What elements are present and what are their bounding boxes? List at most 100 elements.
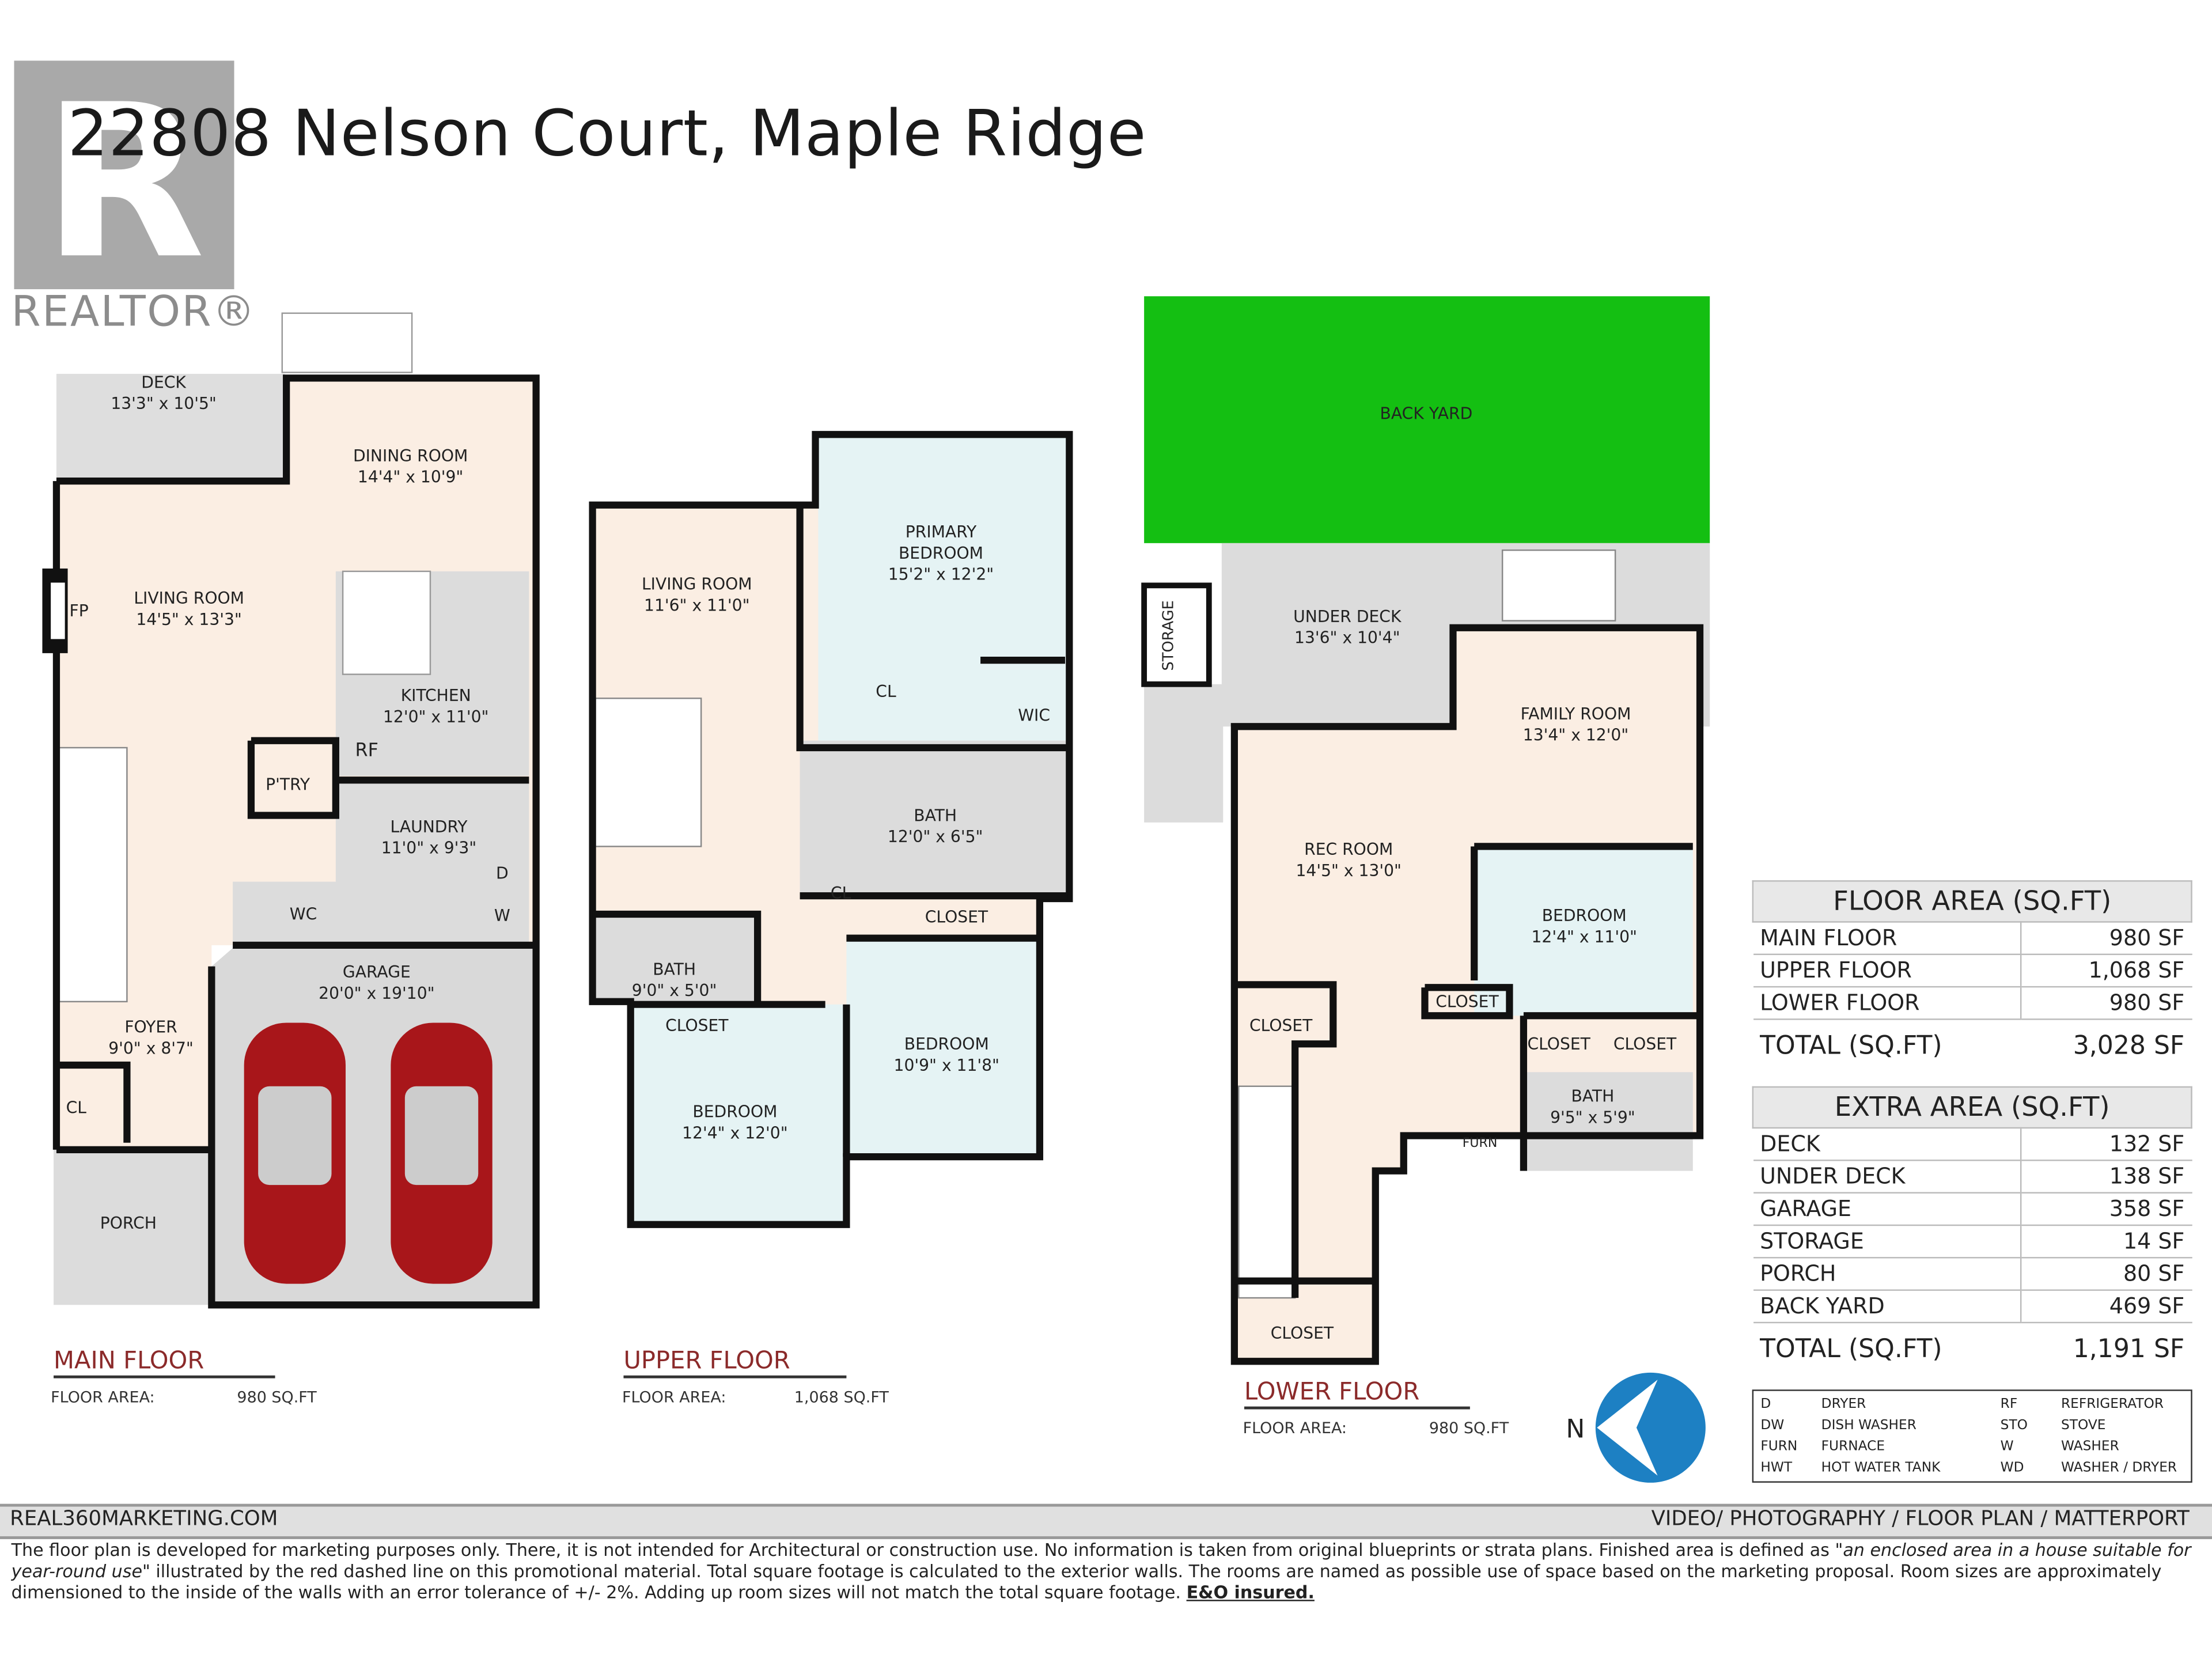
main-floor-area-value: 980 SQ.FT	[237, 1388, 317, 1407]
tag-wc: WC	[289, 904, 317, 925]
footer-bar: REAL360MARKETING.COM VIDEO/ PHOTOGRAPHY …	[0, 1503, 2212, 1539]
floor-area-header: FLOOR AREA (SQ.FT)	[1752, 880, 2192, 923]
legend-meaning: WASHER / DRYER	[2061, 1460, 2177, 1476]
lower-floor-area-label: FLOOR AREA:	[1243, 1419, 1347, 1438]
total-row: TOTAL (SQ.FT)1,191 SF	[1760, 1334, 2185, 1365]
legend-meaning: WASHER	[2061, 1438, 2119, 1455]
legend-meaning: DISH WASHER	[1821, 1418, 1916, 1434]
realtor-logo-text: REALTOR®	[11, 287, 256, 338]
upper-bath-area	[800, 740, 1068, 896]
north-arrow-icon	[1595, 1372, 1706, 1483]
upper-bath-2-area	[595, 914, 758, 1002]
upper-floor-area-label: FLOOR AREA:	[622, 1388, 726, 1407]
main-floor-plan	[42, 312, 540, 1309]
porch-area	[54, 1149, 209, 1305]
car-icon	[244, 1022, 346, 1284]
room-label-porch: PORCH	[100, 1213, 157, 1233]
car-icon	[391, 1022, 493, 1284]
upper-stairs	[594, 698, 702, 847]
tag-closet: CLOSET	[925, 907, 988, 927]
legend-code: STO	[2000, 1418, 2028, 1434]
tag-closet: CLOSET	[1249, 1016, 1313, 1036]
upper-floor-label: UPPER FLOOR	[623, 1347, 847, 1378]
storage-area	[1141, 582, 1212, 687]
total-row: TOTAL (SQ.FT)3,028 SF	[1760, 1031, 2185, 1061]
bedroom-area	[630, 1004, 847, 1225]
deck-area	[56, 373, 285, 482]
lower-floor-area-value: 980 SQ.FT	[1429, 1419, 1509, 1438]
bedroom-area	[846, 938, 1040, 1157]
lower-floor-plan	[1141, 296, 1710, 1365]
footer-website: REAL360MARKETING.COM	[10, 1508, 278, 1531]
legend-code: WD	[2000, 1460, 2024, 1476]
tag-refrigerator: RF	[355, 740, 378, 762]
deck-stairs	[281, 312, 413, 373]
upper-floor-area-value: 1,068 SQ.FT	[794, 1388, 889, 1407]
tag-closet: CLOSET	[1270, 1323, 1334, 1343]
realtor-logo-letter: R	[42, 60, 206, 306]
legend-meaning: HOT WATER TANK	[1821, 1460, 1941, 1476]
tag-washer: W	[494, 906, 510, 926]
main-floor-label: MAIN FLOOR	[54, 1347, 275, 1378]
tag-walk-in-closet: WIC	[1018, 705, 1051, 725]
tag-closet: CLOSET	[1613, 1034, 1677, 1054]
kitchen-island	[342, 570, 431, 675]
legend-code: FURN	[1760, 1438, 1798, 1455]
realtor-logo	[14, 60, 234, 290]
wc-area	[233, 881, 381, 945]
legend-meaning: DRYER	[1821, 1396, 1866, 1412]
tag-dryer: D	[495, 863, 509, 884]
tag-closet: CLOSET	[665, 1016, 729, 1036]
tag-furnace: FURN	[1462, 1137, 1498, 1152]
legend-meaning: REFRIGERATOR	[2061, 1396, 2164, 1412]
upper-floor-plan	[589, 431, 1073, 1228]
room-label-back-yard: BACK YARD	[1380, 403, 1473, 423]
main-stairs	[58, 747, 128, 1003]
legend-code: D	[1760, 1396, 1771, 1412]
page-title: 22808 Nelson Court, Maple Ridge	[67, 96, 1147, 171]
tag-closet: CL	[66, 1097, 86, 1118]
lower-bath-area	[1523, 1072, 1693, 1171]
legend-meaning: STOVE	[2061, 1418, 2106, 1434]
tag-pantry: P'TRY	[266, 774, 310, 794]
lower-floor-label: LOWER FLOOR	[1244, 1378, 1470, 1410]
tag-storage: STORAGE	[1160, 600, 1177, 671]
main-floor-area-label: FLOOR AREA:	[51, 1388, 155, 1407]
legend-code: RF	[2000, 1396, 2018, 1412]
tag-closet: CLOSET	[1435, 991, 1499, 1012]
legend-code: W	[2000, 1438, 2014, 1455]
primary-bedroom-area	[818, 437, 1067, 741]
legend-meaning: FURNACE	[1821, 1438, 1885, 1455]
